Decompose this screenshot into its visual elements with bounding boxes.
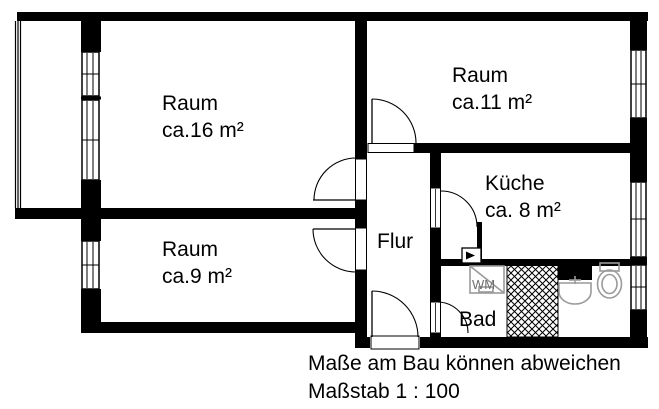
wall-flur-kueche <box>430 333 441 348</box>
label-raum9-name: Raum <box>162 238 218 261</box>
label-raum11-area: ca.11 m² <box>452 91 532 114</box>
window-raum9 <box>81 240 100 290</box>
wall-left <box>81 21 101 52</box>
window-kueche <box>630 181 647 258</box>
door-raum9 <box>312 227 367 273</box>
label-kueche-name: Küche <box>485 172 545 195</box>
wall-center <box>355 200 367 228</box>
shower-area <box>506 262 559 338</box>
label-raum16-name: Raum <box>162 92 218 115</box>
footer: Maße am Bau können abweichen Maßstab 1 :… <box>308 352 621 403</box>
door-bad <box>430 301 469 334</box>
wall-flur-kueche <box>430 228 441 302</box>
window-bad <box>630 264 647 311</box>
duct-block <box>558 263 592 280</box>
label-flur: Flur <box>377 230 413 253</box>
label-kueche-area: ca. 8 m² <box>485 199 561 222</box>
balcony-railing <box>14 21 22 208</box>
washbasin-symbol <box>558 276 592 305</box>
label-raum16-area: ca.16 m² <box>162 119 244 142</box>
wall-center <box>355 270 367 348</box>
window-raum16-upper <box>81 51 100 97</box>
walls <box>15 12 648 348</box>
label-washing-machine: WM <box>472 277 495 292</box>
footer-disclaimer: Maße am Bau können abweichen <box>308 352 621 375</box>
label-bad: Bad <box>459 308 496 331</box>
window-raum11 <box>630 49 647 119</box>
room-labels: Raum ca.16 m² Raum ca.11 m² Raum ca.9 m²… <box>162 64 561 331</box>
wall-raum9-bottom <box>81 322 367 333</box>
washing-machine-symbol <box>469 265 505 294</box>
wall-stub-kueche <box>477 222 482 260</box>
wall-flur-kueche <box>430 153 441 188</box>
window-divider <box>81 96 101 100</box>
footer-scale: Maßstab 1 : 100 <box>308 380 460 403</box>
wall-center <box>355 21 367 159</box>
label-raum11-name: Raum <box>452 64 508 87</box>
boiler-symbol <box>461 247 482 264</box>
wall-left <box>81 289 101 322</box>
door-raum11 <box>367 98 417 153</box>
wall-raum16-raum9 <box>15 208 367 219</box>
wall-right <box>630 118 647 182</box>
wall-bottom <box>420 337 648 348</box>
door-kueche <box>430 187 478 229</box>
toilet-symbol <box>596 262 623 299</box>
wall-raum11-south <box>414 143 630 153</box>
wall-right <box>630 257 647 265</box>
window-raum16-lower <box>81 99 100 181</box>
door-entrance <box>370 290 420 350</box>
wall-top <box>17 12 648 21</box>
door-raum16 <box>313 157 367 201</box>
label-raum9-area: ca.9 m² <box>162 265 232 288</box>
wall-right <box>630 21 647 50</box>
